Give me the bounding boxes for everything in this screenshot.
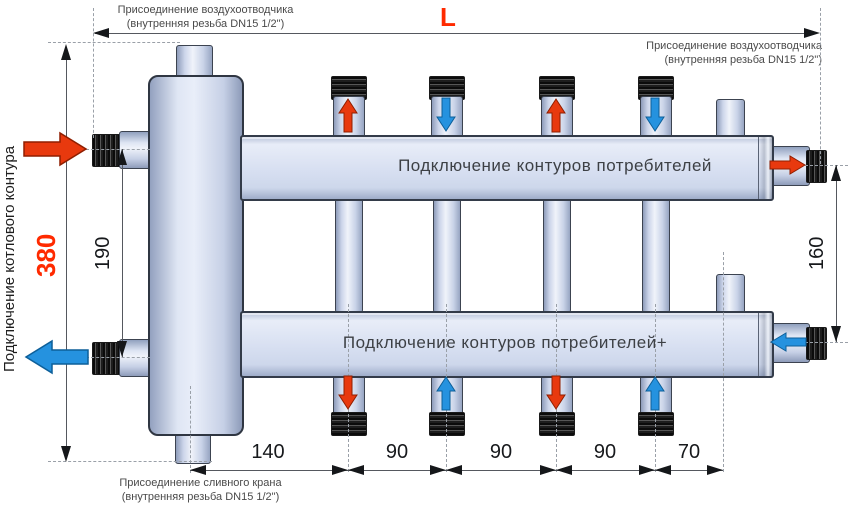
arrowhead [61, 44, 71, 60]
drain-valve-label: Присоединение сливного крана (внутренняя… [103, 477, 298, 505]
dimension-line-380 [66, 47, 67, 459]
extension-line [723, 252, 724, 472]
supply-out-arrow-icon [769, 155, 806, 175]
return-in-arrow-icon [770, 332, 807, 352]
supply-down-arrow-icon [546, 375, 566, 410]
arrowhead [61, 446, 71, 462]
dimension-value-90c: 90 [593, 441, 617, 463]
dimension-value-160: 160 [806, 236, 828, 270]
beam-connector-pipe-4 [642, 197, 670, 313]
dimension-value-90b: 90 [489, 441, 513, 463]
arrowhead [332, 465, 348, 475]
arrowhead [707, 465, 723, 475]
upper-beam-label: Подключение контуров потребителей [398, 156, 712, 175]
air-vent-label-line1: Присоединение воздухоотводчика [646, 40, 822, 52]
arrowhead [556, 465, 572, 475]
arrowhead [117, 341, 127, 357]
dimension-line-160 [836, 165, 837, 342]
lower-beam-label: Подключение контуров потребителей+ [342, 332, 668, 352]
air-vent-pipe-upper-right [716, 99, 745, 139]
supply-out-port-thread [806, 150, 827, 183]
arrowhead [639, 465, 655, 475]
dimension-value-190: 190 [92, 236, 114, 270]
consumer-port-bottom-4-thread [638, 412, 674, 436]
extension-line [48, 42, 180, 43]
beam-connector-pipe-1 [335, 197, 363, 313]
centerline [770, 342, 848, 343]
arrowhead [117, 149, 127, 165]
beam-connector-pipe-3 [543, 197, 571, 313]
arrowhead [93, 28, 109, 38]
consumer-port-bottom-1-thread [331, 412, 367, 436]
air-vent-label-top-right: Присоединение воздухоотводчика (внутренн… [618, 40, 822, 68]
extension-line [48, 461, 212, 462]
dimension-value-70: 70 [677, 441, 701, 463]
arrowhead [804, 28, 820, 38]
beam-connector-pipe-2 [433, 197, 461, 313]
dimension-line-L [95, 33, 805, 34]
extension-line [93, 8, 94, 138]
upper-manifold-beam [240, 135, 774, 201]
dimension-value-90a: 90 [385, 441, 409, 463]
drain-valve-label-line2: (внутренняя резьба DN15 1/2") [121, 490, 280, 503]
supply-up-arrow-icon [338, 98, 358, 133]
extension-line [190, 386, 191, 473]
dimension-value-380: 380 [31, 233, 61, 277]
arrowhead [831, 326, 841, 342]
return-down-arrow-icon [436, 97, 456, 132]
dimension-line-190 [122, 149, 123, 357]
arrowhead [430, 465, 446, 475]
extension-line [820, 8, 821, 164]
supply-up-arrow-icon [546, 98, 566, 133]
return-up-arrow-icon [645, 376, 665, 411]
separator-air-vent-pipe [176, 45, 213, 79]
air-vent-pipe-lower-right [716, 274, 745, 315]
consumer-port-bottom-3-thread [539, 412, 575, 436]
hydraulic-separator-body [148, 75, 244, 436]
return-up-arrow-icon [436, 376, 456, 411]
air-vent-label-top-left: Присоединение воздухоотводчика (внутренн… [88, 4, 323, 32]
arrowhead [831, 165, 841, 181]
arrowhead [190, 465, 206, 475]
arrowhead [540, 465, 556, 475]
dimension-value-L: L [440, 2, 456, 32]
lower-manifold-beam [240, 311, 774, 378]
boiler-return-arrow-icon [24, 339, 89, 375]
centerline [86, 357, 150, 358]
air-vent-label-line2: (внутренняя резьба DN15 1/2") [664, 53, 822, 66]
arrowhead [655, 465, 671, 475]
boiler-circuit-label: Подключение котлового контура [1, 145, 18, 373]
drain-valve-label-line1: Присоединение сливного крана [119, 477, 282, 489]
centerline [770, 165, 848, 166]
dimension-value-140: 140 [251, 441, 285, 463]
boiler-supply-arrow-icon [23, 131, 88, 167]
supply-down-arrow-icon [338, 375, 358, 410]
consumer-port-bottom-2-thread [429, 412, 465, 436]
air-vent-label-line2: (внутренняя резьба DN15 1/2") [126, 17, 285, 30]
return-down-arrow-icon [645, 97, 665, 132]
return-in-port-thread [806, 327, 827, 360]
air-vent-label-line1: Присоединение воздухоотводчика [117, 4, 294, 16]
arrowhead [348, 465, 364, 475]
arrowhead [446, 465, 462, 475]
